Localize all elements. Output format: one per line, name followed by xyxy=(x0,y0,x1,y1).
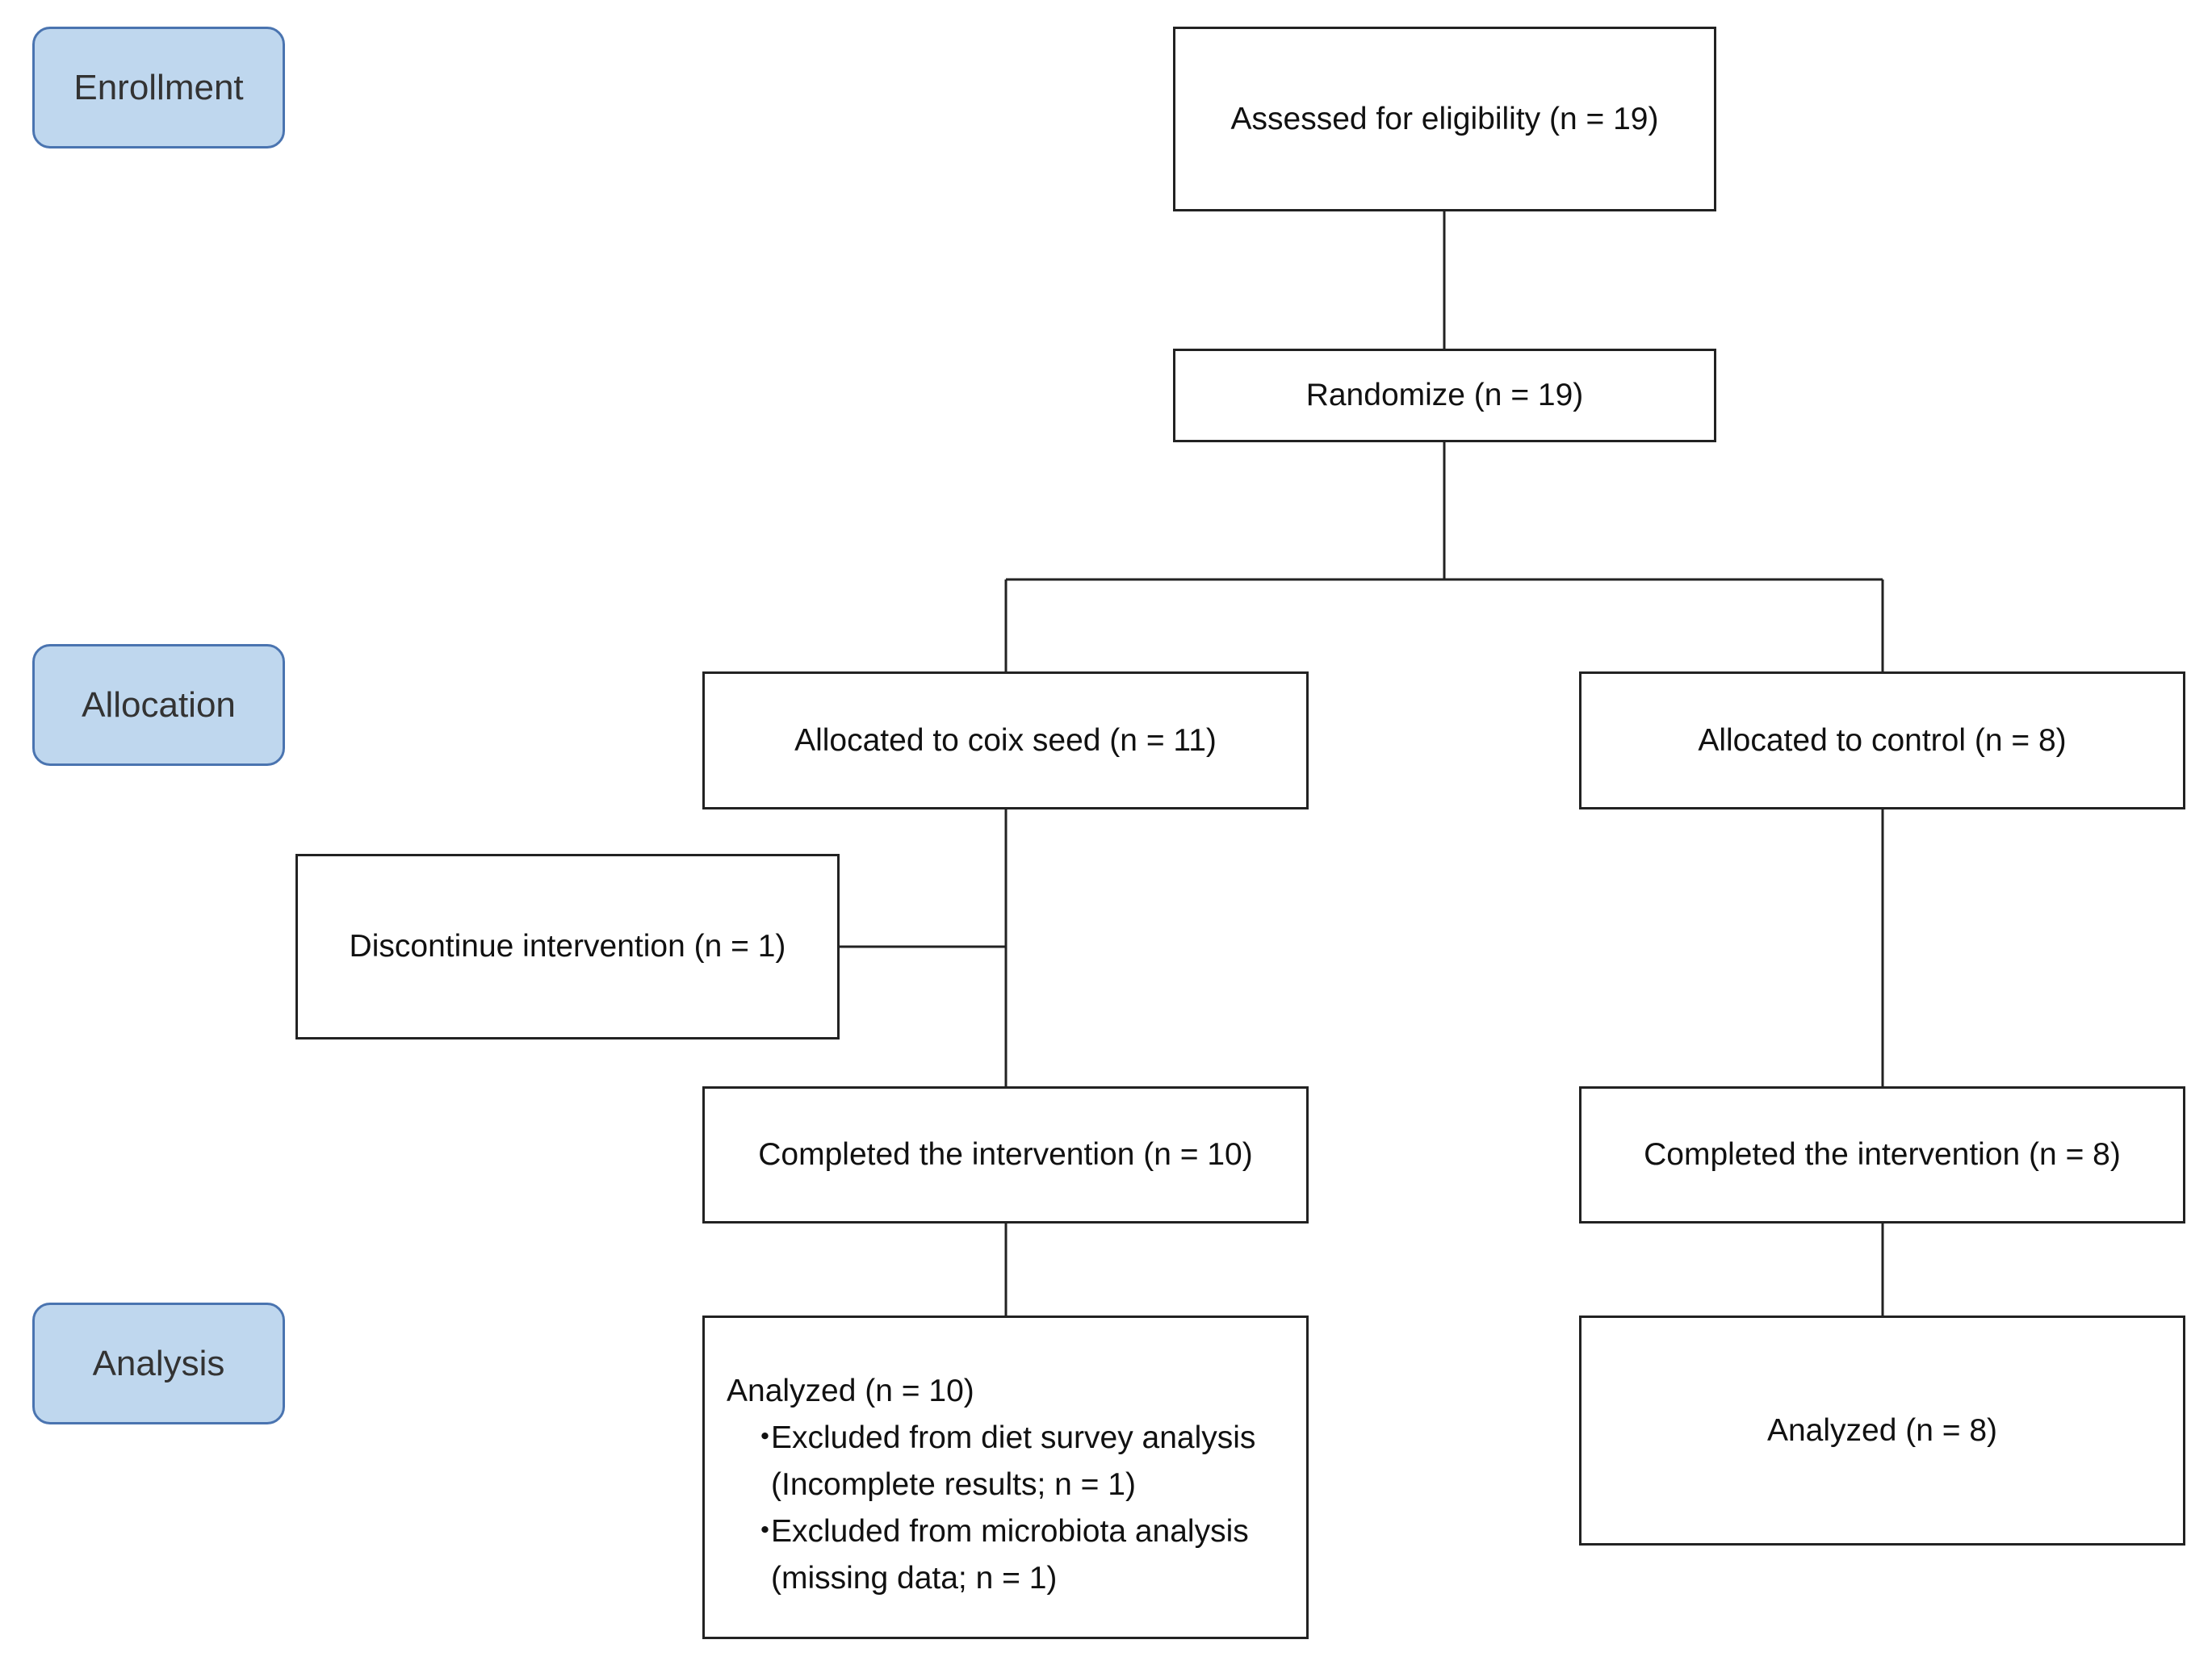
box-completed-coix-label: Completed the intervention (n = 10) xyxy=(758,1137,1253,1172)
exclusion-microbiota: Excluded from microbiota analysis (missi… xyxy=(771,1514,1249,1596)
box-analyzed-control-label: Analyzed (n = 8) xyxy=(1766,1412,1998,1448)
analyzed-coix-content: Analyzed (n = 10) ・ Excluded from diet s… xyxy=(705,1318,1288,1602)
box-completed-control: Completed the intervention (n = 8) xyxy=(1579,1086,2185,1224)
box-allocated-control: Allocated to control (n = 8) xyxy=(1579,671,2185,809)
box-randomize: Randomize (n = 19) xyxy=(1173,349,1716,442)
box-discontinue-label: Discontinue intervention (n = 1) xyxy=(349,929,786,964)
box-allocated-coix-label: Allocated to coix seed (n = 11) xyxy=(794,722,1217,758)
exclusion-diet-survey: Excluded from diet survey analysis (Inco… xyxy=(771,1420,1256,1502)
box-discontinue: Discontinue intervention (n = 1) xyxy=(295,854,840,1039)
stage-allocation-label: Allocation xyxy=(82,684,236,725)
bullet-dot-icon: ・ xyxy=(749,1420,781,1455)
analyzed-coix-exclusion-item: ・ Excluded from diet survey analysis (In… xyxy=(727,1415,1288,1508)
box-assessed: Assessed for eligibility (n = 19) xyxy=(1173,27,1716,211)
stage-enrollment-label: Enrollment xyxy=(73,67,244,107)
stage-analysis: Analysis xyxy=(32,1303,285,1424)
box-completed-coix: Completed the intervention (n = 10) xyxy=(702,1086,1309,1224)
analyzed-coix-title: Analyzed (n = 10) xyxy=(727,1374,974,1408)
box-allocated-control-label: Allocated to control (n = 8) xyxy=(1698,722,2067,758)
box-allocated-coix: Allocated to coix seed (n = 11) xyxy=(702,671,1309,809)
bullet-dot-icon: ・ xyxy=(749,1514,781,1549)
analyzed-coix-exclusion-item: ・ Excluded from microbiota analysis (mis… xyxy=(727,1508,1288,1602)
box-completed-control-label: Completed the intervention (n = 8) xyxy=(1644,1137,2121,1172)
box-randomize-label: Randomize (n = 19) xyxy=(1305,378,1584,412)
stage-allocation: Allocation xyxy=(32,644,285,766)
box-analyzed-control: Analyzed (n = 8) xyxy=(1579,1316,2185,1546)
box-analyzed-coix: Analyzed (n = 10) ・ Excluded from diet s… xyxy=(702,1316,1309,1639)
stage-enrollment: Enrollment xyxy=(32,27,285,148)
stage-analysis-label: Analysis xyxy=(92,1343,225,1383)
box-assessed-label: Assessed for eligibility (n = 19) xyxy=(1230,101,1659,136)
